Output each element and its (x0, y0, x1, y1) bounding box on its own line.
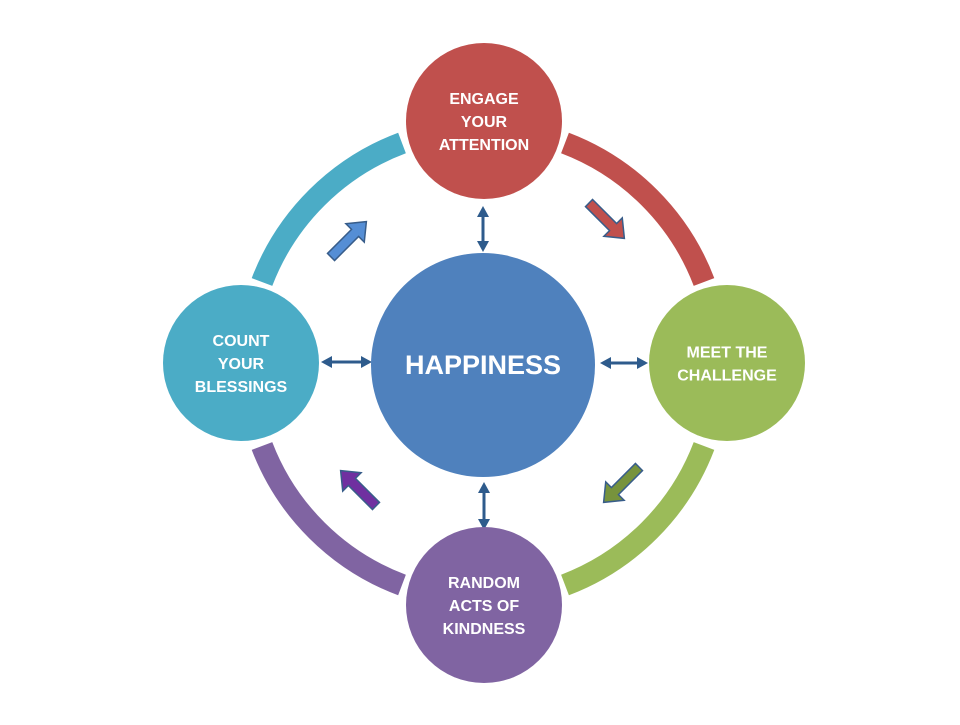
node-label-line: CHALLENGE (677, 368, 777, 385)
node-label-random: RANDOM ACTS OF KINDNESS (443, 575, 526, 638)
cycle-arrow-meet-to-random (602, 462, 644, 504)
node-label-line: MEET THE (687, 345, 768, 362)
center-label: HAPPINESS (405, 350, 561, 380)
ring-arc-meet-random (561, 442, 715, 596)
node-label-engage: ENGAGE YOUR ATTENTION (439, 91, 529, 154)
node-label-line: YOUR (218, 356, 265, 373)
ring-arc-engage-meet (561, 132, 715, 286)
node-circle-random (406, 527, 562, 683)
connector-center-random (478, 482, 490, 530)
ring-arc-count-engage (251, 132, 406, 287)
node-label-line: COUNT (213, 333, 270, 350)
ring-arc-random-count (251, 441, 406, 596)
node-label-line: BLESSINGS (195, 379, 288, 396)
node-label-line: ACTS OF (449, 598, 519, 615)
cycle-arrow-random-to-count (339, 469, 381, 511)
node-label-count: COUNT YOUR BLESSINGS (195, 333, 288, 396)
center-circle (371, 253, 595, 477)
node-label-line: ATTENTION (439, 137, 529, 154)
node-label-line: KINDNESS (443, 621, 526, 638)
cycle-arrow-count-to-engage (326, 220, 368, 262)
cycle-arrow-engage-to-meet (584, 198, 626, 240)
connector-center-count (321, 356, 372, 368)
node-label-line: RANDOM (448, 575, 520, 592)
connector-center-engage (477, 206, 489, 252)
connector-center-meet (600, 357, 648, 369)
node-circle-engage (406, 43, 562, 199)
node-label-line: YOUR (461, 114, 508, 131)
node-circle-count (163, 285, 319, 441)
node-label-line: ENGAGE (449, 91, 519, 108)
node-circle-meet (649, 285, 805, 441)
node-label-meet: MEET THE CHALLENGE (677, 345, 777, 385)
